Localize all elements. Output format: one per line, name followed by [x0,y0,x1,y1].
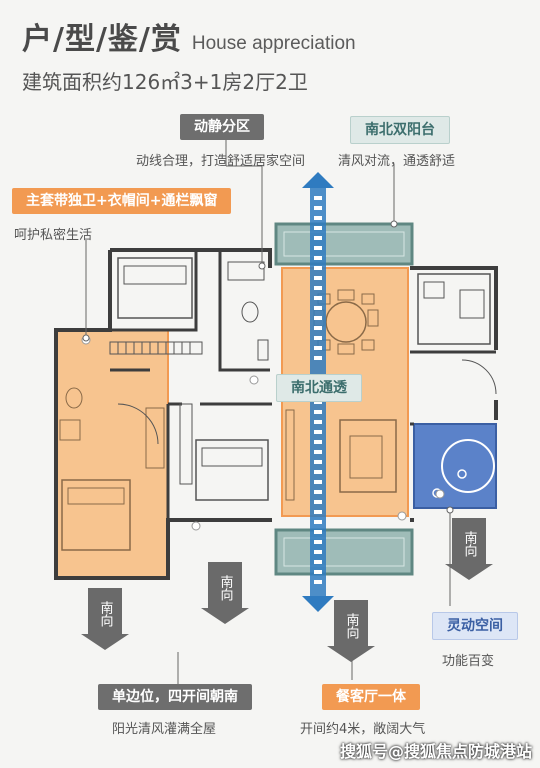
north-balcony [274,222,414,266]
south-arrow-label: 南向 [452,518,486,564]
tag-end-unit: 单边位，四开间朝南 [98,684,252,710]
tag-living-dining: 餐客厅一体 [322,684,420,710]
tag-master-suite: 主套带独卫+衣帽间+通栏飘窗 [12,188,232,214]
note-master-suite: 呵护私密生活 [14,228,93,243]
tag-flex-space: 灵动空间 [432,612,518,640]
south-arrow-label: 南向 [208,562,242,608]
south-balcony [274,528,414,576]
master-suite-area [55,329,169,579]
note-flex-space: 功能百变 [442,654,495,669]
south-arrow-4: 南向 [445,518,493,580]
south-arrow-3: 南向 [327,600,375,662]
tag-balcony-ns: 南北双阳台 [350,116,450,144]
note-balcony-ns: 清风对流，通透舒适 [338,154,456,169]
title-en: House appreciation [191,33,356,54]
note-zone-static: 动线合理，打造舒适居家空间 [136,154,306,169]
page-title: 户/型/鉴/赏 House appreciation [22,14,356,58]
watermark: 搜狐号@搜狐焦点防城港站 [339,742,532,761]
title-cn: 户/型/鉴/赏 [22,22,182,57]
tag-ns-through: 南北通透 [276,374,362,402]
flex-space-area [413,423,497,509]
south-arrow-2: 南向 [201,562,249,624]
note-living-dining: 开间约4米，敞阔大气 [300,722,426,737]
south-arrow-label: 南向 [88,588,122,634]
south-arrow-1: 南向 [81,588,129,650]
south-arrow-label: 南向 [334,600,368,646]
note-end-unit: 阳光清风灌满全屋 [112,722,217,737]
tag-zone-static: 动静分区 [180,114,264,140]
unit-area-subtitle: 建筑面积约126㎡3+1房2厅2卫 [22,70,308,94]
